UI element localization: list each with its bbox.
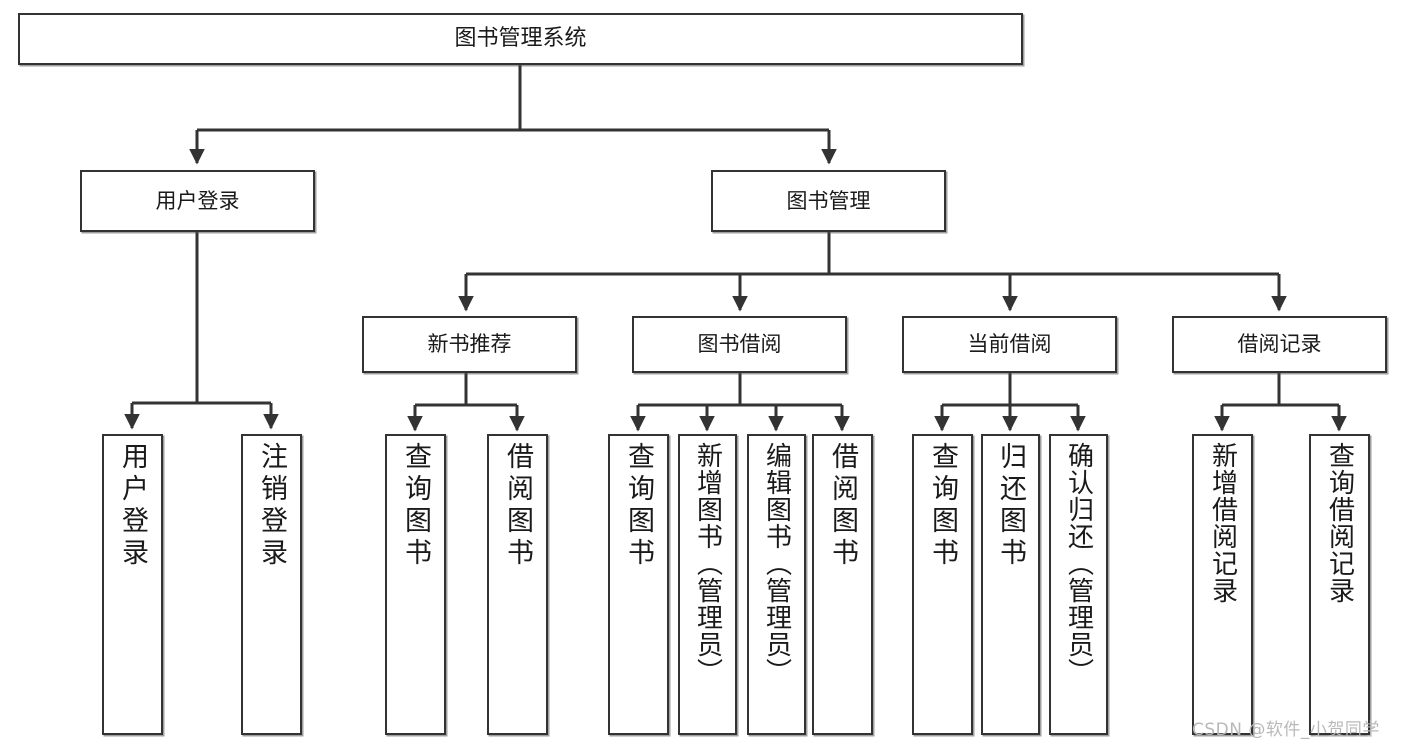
leaf-query-book-current[interactable]: 查询图书 bbox=[912, 434, 973, 735]
node-label: 查询图书 bbox=[623, 442, 654, 570]
leaf-borrow-book-recommend[interactable]: 借阅图书 bbox=[487, 434, 548, 735]
node-label: 用户登录 bbox=[117, 442, 148, 570]
node-label: 确认归还（管理员） bbox=[1063, 442, 1094, 685]
node-label: 图书管理 bbox=[786, 188, 871, 213]
leaf-query-book-borrow[interactable]: 查询图书 bbox=[608, 434, 669, 735]
node-label: 当前借阅 bbox=[967, 332, 1052, 357]
node-label: 借阅图书 bbox=[827, 442, 858, 570]
node-label: 查询借阅记录 bbox=[1324, 442, 1355, 604]
node-book-management[interactable]: 图书管理 bbox=[711, 170, 946, 232]
node-current-borrow[interactable]: 当前借阅 bbox=[902, 316, 1117, 373]
leaf-add-book-admin[interactable]: 新增图书（管理员） bbox=[678, 434, 737, 735]
node-root-book-management-system[interactable]: 图书管理系统 bbox=[18, 13, 1023, 65]
leaf-add-borrow-record[interactable]: 新增借阅记录 bbox=[1192, 434, 1253, 735]
leaf-confirm-return-admin[interactable]: 确认归还（管理员） bbox=[1049, 434, 1108, 735]
node-label: 查询图书 bbox=[927, 442, 958, 570]
node-label: 新书推荐 bbox=[427, 332, 512, 357]
node-label: 图书管理系统 bbox=[454, 26, 587, 52]
node-label: 借阅图书 bbox=[502, 442, 533, 570]
leaf-query-borrow-record[interactable]: 查询借阅记录 bbox=[1309, 434, 1370, 735]
node-borrow-record[interactable]: 借阅记录 bbox=[1172, 316, 1387, 373]
node-label: 查询图书 bbox=[400, 442, 431, 570]
leaf-query-book-recommend[interactable]: 查询图书 bbox=[385, 434, 446, 735]
leaf-logout-login[interactable]: 注销登录 bbox=[241, 434, 302, 735]
leaf-edit-book-admin[interactable]: 编辑图书（管理员） bbox=[747, 434, 806, 735]
node-label: 编辑图书（管理员） bbox=[761, 442, 792, 685]
node-label: 归还图书 bbox=[995, 442, 1026, 570]
node-label: 注销登录 bbox=[256, 442, 287, 570]
node-new-book-recommend[interactable]: 新书推荐 bbox=[362, 316, 577, 373]
leaf-return-book[interactable]: 归还图书 bbox=[981, 434, 1040, 735]
node-label: 图书借阅 bbox=[697, 332, 782, 357]
leaf-borrow-book[interactable]: 借阅图书 bbox=[812, 434, 873, 735]
node-label: 新增借阅记录 bbox=[1207, 442, 1238, 604]
node-label: 新增图书（管理员） bbox=[692, 442, 723, 685]
csdn-watermark: CSDN @软件_小贺同学 bbox=[1192, 720, 1380, 740]
node-user-login[interactable]: 用户登录 bbox=[80, 170, 315, 232]
node-label: 借阅记录 bbox=[1237, 332, 1322, 357]
node-label: 用户登录 bbox=[155, 188, 240, 213]
node-book-borrow[interactable]: 图书借阅 bbox=[632, 316, 847, 373]
leaf-user-login[interactable]: 用户登录 bbox=[102, 434, 163, 735]
